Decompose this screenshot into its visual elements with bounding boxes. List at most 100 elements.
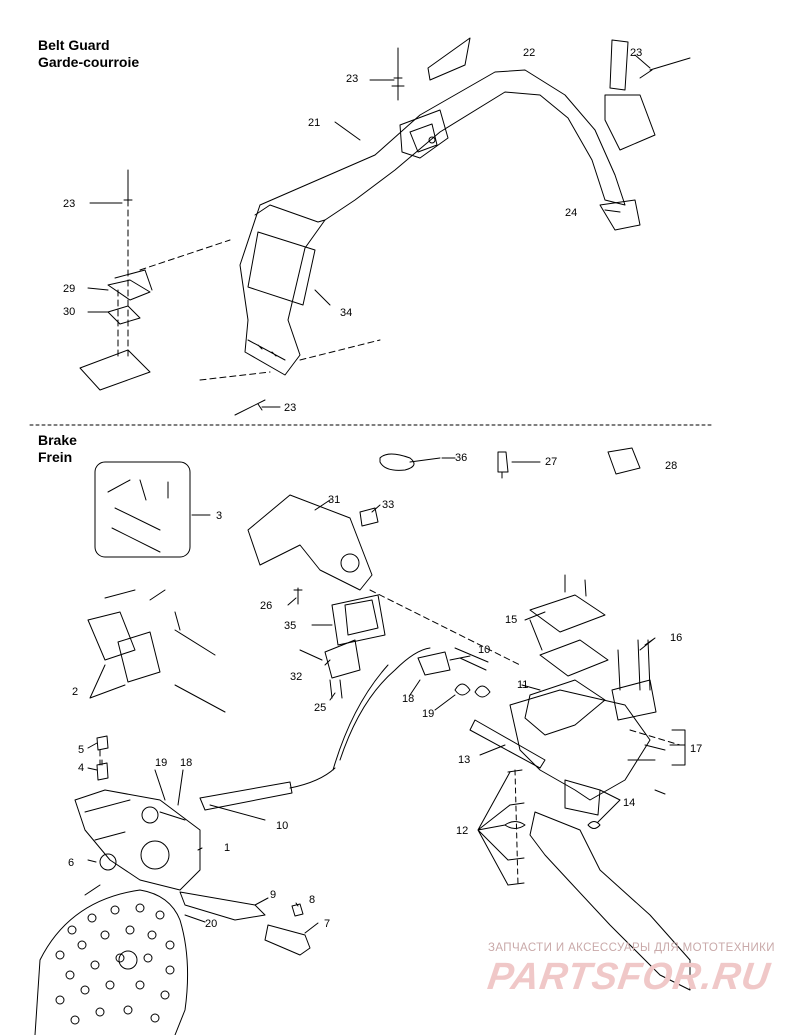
callout-3: 3 xyxy=(216,510,222,522)
mount-bracket-29 xyxy=(107,269,153,301)
callout-36: 36 xyxy=(455,452,467,464)
cover-hole xyxy=(340,553,360,573)
callout-14: 14 xyxy=(623,797,635,809)
callout-23: 23 xyxy=(346,73,358,85)
belt-guard-body xyxy=(239,69,626,376)
callout-18: 18 xyxy=(180,757,192,769)
lower-clip-24 xyxy=(599,199,641,231)
switch-35 xyxy=(331,594,386,646)
callout-26: 26 xyxy=(260,600,272,612)
callout-35: 35 xyxy=(284,620,296,632)
watermark-brand: PARTSFOR.RU xyxy=(485,956,773,998)
callout-30: 30 xyxy=(63,306,75,318)
callout-33: 33 xyxy=(382,499,394,511)
block-28 xyxy=(607,447,641,475)
screw-26 xyxy=(293,587,303,605)
belt-guard-window xyxy=(247,231,316,306)
pad-pins xyxy=(174,611,226,713)
callout-24: 24 xyxy=(565,207,577,219)
hose-sleeve xyxy=(199,781,293,811)
callout-11: 11 xyxy=(517,679,528,691)
callout-27: 27 xyxy=(545,456,557,468)
banjo-bolt-18 xyxy=(417,651,471,676)
brake-title-fr: Frein xyxy=(38,449,73,465)
callout-12: 12 xyxy=(456,825,468,837)
screw-top xyxy=(391,47,405,101)
caliper-piston-right xyxy=(140,840,170,870)
bottom-screw xyxy=(234,399,266,416)
callout-18: 18 xyxy=(402,693,414,705)
callout-22: 22 xyxy=(523,47,535,59)
callout-4: 4 xyxy=(78,762,84,774)
callout-13: 13 xyxy=(458,754,470,766)
brake-hose-long xyxy=(332,647,431,771)
hose-run xyxy=(289,767,336,789)
part-33 xyxy=(359,507,379,527)
guard-bracket xyxy=(399,109,449,159)
callout-5: 5 xyxy=(78,744,84,756)
pivot-stack-12 xyxy=(514,769,519,886)
callout-16: 16 xyxy=(670,632,682,644)
callout-17: 17 xyxy=(690,743,702,755)
clamp-bolts-17 xyxy=(627,744,666,795)
brake-lever xyxy=(529,811,691,991)
screw-25 xyxy=(329,679,343,699)
disc-holes xyxy=(55,903,175,1025)
pivot-washers xyxy=(504,769,526,886)
callouts-brake: 36 27 28 31 33 3 26 35 32 25 15 16 11 18… xyxy=(68,452,702,930)
callout-23: 23 xyxy=(284,402,296,414)
callout-20: 20 xyxy=(205,918,217,930)
callout-9: 9 xyxy=(270,889,276,901)
caliper-port xyxy=(141,806,159,824)
reservoir-11 xyxy=(524,679,606,736)
callout-34: 34 xyxy=(340,307,352,319)
callout-1: 1 xyxy=(224,842,230,854)
clip-27 xyxy=(497,451,509,479)
caliper-inner xyxy=(84,799,186,841)
callout-21: 21 xyxy=(308,117,320,129)
cap-screws xyxy=(564,574,587,597)
callout-7: 7 xyxy=(324,918,330,930)
mount-base xyxy=(79,349,151,391)
leaders-belt xyxy=(87,54,651,408)
mount-washer-30 xyxy=(107,305,141,325)
brake-disc-20 xyxy=(34,889,189,1035)
right-pin xyxy=(639,57,691,79)
belt-guard-group xyxy=(79,37,691,416)
callout-25: 25 xyxy=(314,702,326,714)
mount-axis xyxy=(117,179,129,361)
belt-guard-title: Belt Guard xyxy=(38,37,110,53)
callout-6: 6 xyxy=(68,857,74,869)
callout-10: 10 xyxy=(478,644,490,656)
cap-15 xyxy=(529,594,609,677)
brake-hose-upper xyxy=(454,647,489,671)
callout-31: 31 xyxy=(328,494,340,506)
pin-kit-parts xyxy=(107,479,169,553)
bolt-7 xyxy=(264,924,311,956)
callout-23: 23 xyxy=(63,198,75,210)
mount-screw xyxy=(123,169,133,206)
bracket-hole xyxy=(428,136,436,144)
right-clip xyxy=(604,39,656,151)
brake-group xyxy=(34,447,691,1035)
alignment-lines xyxy=(139,239,381,381)
bleeder-4 xyxy=(96,759,109,781)
brake-pads-2 xyxy=(87,589,166,683)
watermark-tagline: ЗАПЧАСТИ И АКСЕССУАРЫ ДЛЯ МОТОТЕХНИКИ xyxy=(488,942,775,954)
callout-8: 8 xyxy=(309,894,315,906)
piston-13 xyxy=(469,719,546,769)
brake-title: Brake xyxy=(38,432,77,448)
master-cylinder xyxy=(509,689,651,801)
bleeder-cap-5 xyxy=(96,735,109,751)
washers-19 xyxy=(454,683,491,698)
mount-plate-9 xyxy=(179,891,266,921)
callout-15: 15 xyxy=(505,614,517,626)
cable-tie-36 xyxy=(379,453,441,471)
caliper-piston-left xyxy=(99,853,117,871)
callout-10: 10 xyxy=(276,820,288,832)
clamp-16 xyxy=(611,639,657,721)
belt-guard-inner-edge xyxy=(254,204,326,223)
callout-29: 29 xyxy=(63,283,75,295)
callout-32: 32 xyxy=(290,671,302,683)
